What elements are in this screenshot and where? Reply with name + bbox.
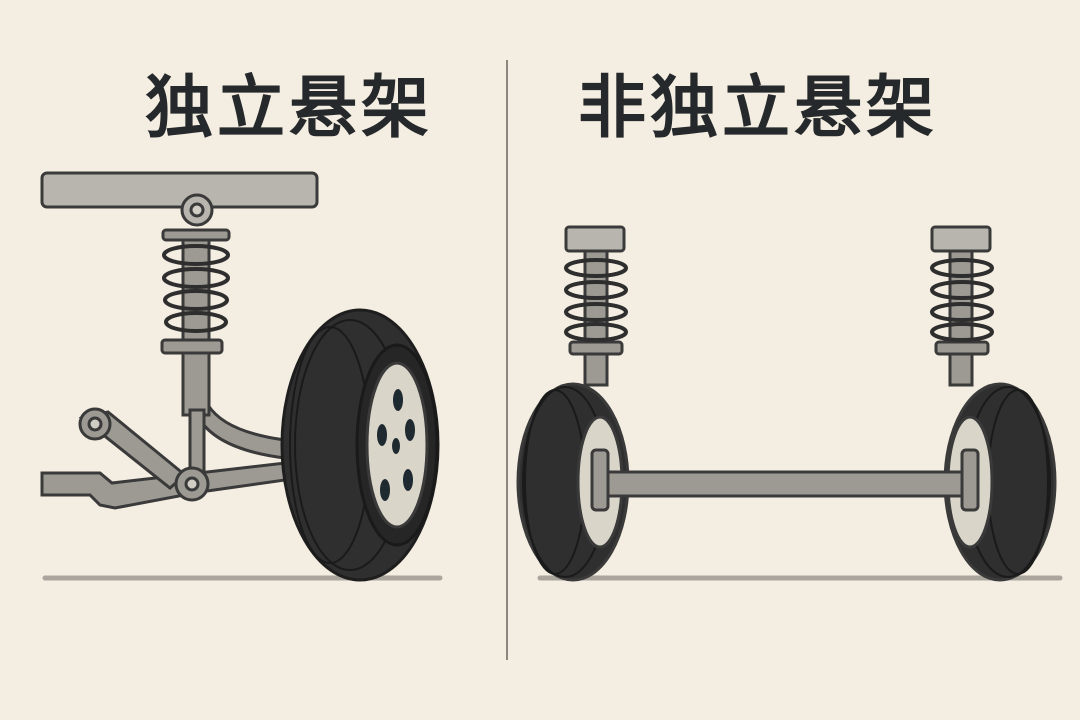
independent-suspension bbox=[40, 171, 443, 582]
coil-spring bbox=[162, 244, 230, 333]
left-shock-absorber bbox=[564, 225, 628, 387]
dependent-suspension bbox=[516, 225, 1063, 582]
dependent-suspension-title: 非独立悬架 bbox=[578, 69, 939, 148]
lug-holes bbox=[377, 389, 415, 501]
lower-control-arm bbox=[40, 461, 287, 510]
chassis-bar bbox=[40, 171, 319, 209]
right-shock-absorber bbox=[930, 225, 994, 387]
solid-axle bbox=[594, 470, 976, 498]
right-wheel bbox=[943, 382, 1057, 582]
spring-seat-top bbox=[161, 228, 231, 242]
independent-suspension-title: 独立悬架 bbox=[145, 69, 434, 148]
upper-arm bbox=[198, 402, 287, 460]
spring-seat-bottom bbox=[160, 338, 224, 355]
